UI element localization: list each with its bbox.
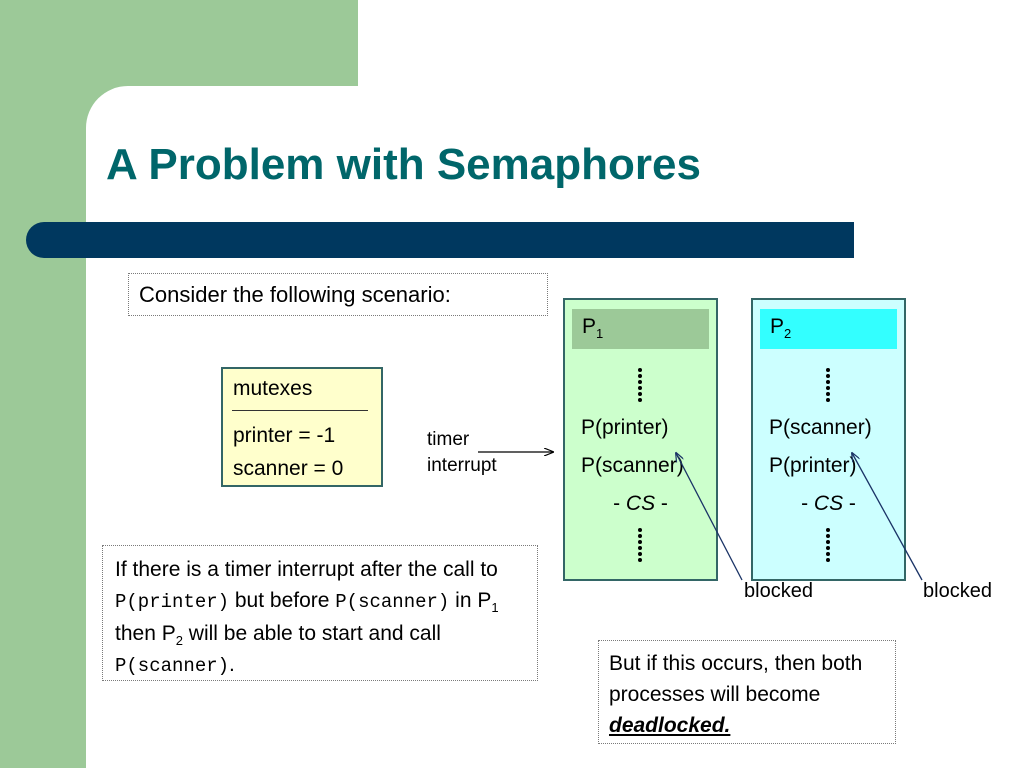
explain-sub-1: 1 xyxy=(491,600,499,616)
p1-ellipsis-top xyxy=(637,368,643,404)
process-p2-box: P2 P(scanner) P(printer) - CS - xyxy=(751,298,906,581)
p1-line-printer: P(printer) xyxy=(581,416,669,439)
p1-cs-suffix: - xyxy=(655,492,668,515)
process-p1-box: P1 P(printer) P(scanner) - CS - xyxy=(563,298,718,581)
p2-cs-prefix: - xyxy=(801,492,814,515)
scenario-textbox: Consider the following scenario: xyxy=(128,273,548,316)
explain-text-6: . xyxy=(229,653,235,676)
deadlock-emphasis: deadlocked. xyxy=(609,714,731,737)
printer-value: printer = -1 xyxy=(233,424,336,447)
p2-ellipsis-bottom xyxy=(825,528,831,564)
p1-subscript: 1 xyxy=(596,326,604,342)
process-p2-header: P2 xyxy=(760,309,897,349)
mutexes-title: mutexes xyxy=(233,377,313,400)
explanation-textbox: If there is a timer interrupt after the … xyxy=(102,545,538,681)
explain-text-1: If there is a timer interrupt after the … xyxy=(115,558,498,581)
scanner-value: scanner = 0 xyxy=(233,457,344,480)
deadlock-text: But if this occurs, then both processes … xyxy=(609,652,863,706)
p2-subscript: 2 xyxy=(784,326,792,342)
explain-code-printer: P(printer) xyxy=(115,591,230,613)
p1-label: P xyxy=(582,315,597,338)
timer-label-line2: interrupt xyxy=(427,455,497,476)
p1-ellipsis-bottom xyxy=(637,528,643,564)
p2-blocked-arrow xyxy=(852,453,923,581)
explain-code-scanner: P(scanner) xyxy=(335,591,450,613)
p1-line-scanner: P(scanner) xyxy=(581,454,684,477)
p2-line-scanner: P(scanner) xyxy=(769,416,872,439)
p2-cs-label: CS xyxy=(813,492,844,515)
process-p1-header: P1 xyxy=(572,309,709,349)
p2-critical-section: - CS - xyxy=(753,492,904,516)
p1-cs-prefix: - xyxy=(613,492,626,515)
p2-line-printer: P(printer) xyxy=(769,454,857,477)
explain-text-4: then P xyxy=(115,622,176,645)
p2-blocked-label: blocked xyxy=(923,580,992,602)
p2-label: P xyxy=(770,315,785,338)
p1-blocked-label: blocked xyxy=(744,580,813,602)
mutexes-box: mutexes printer = -1 scanner = 0 xyxy=(221,367,383,487)
deadlock-textbox: But if this occurs, then both processes … xyxy=(598,640,896,744)
p2-cs-suffix: - xyxy=(843,492,856,515)
mutexes-divider xyxy=(232,410,368,411)
p1-blocked-arrow xyxy=(676,453,743,581)
explain-text-3: in P xyxy=(449,589,492,612)
timer-interrupt-label: timer interrupt xyxy=(427,427,497,479)
explain-text-2: but before xyxy=(229,589,336,612)
p1-cs-label: CS xyxy=(625,492,656,515)
slide-title: A Problem with Semaphores xyxy=(106,140,701,189)
title-underline-bar xyxy=(26,222,854,258)
scenario-text: Consider the following scenario: xyxy=(139,282,451,307)
explain-text-5: will be able to start and call xyxy=(182,622,441,645)
timer-label-line1: timer xyxy=(427,429,470,450)
explain-sub-2: 2 xyxy=(175,633,183,649)
p2-ellipsis-top xyxy=(825,368,831,404)
explain-code-scanner-2: P(scanner) xyxy=(115,655,230,677)
p1-critical-section: - CS - xyxy=(565,492,716,516)
